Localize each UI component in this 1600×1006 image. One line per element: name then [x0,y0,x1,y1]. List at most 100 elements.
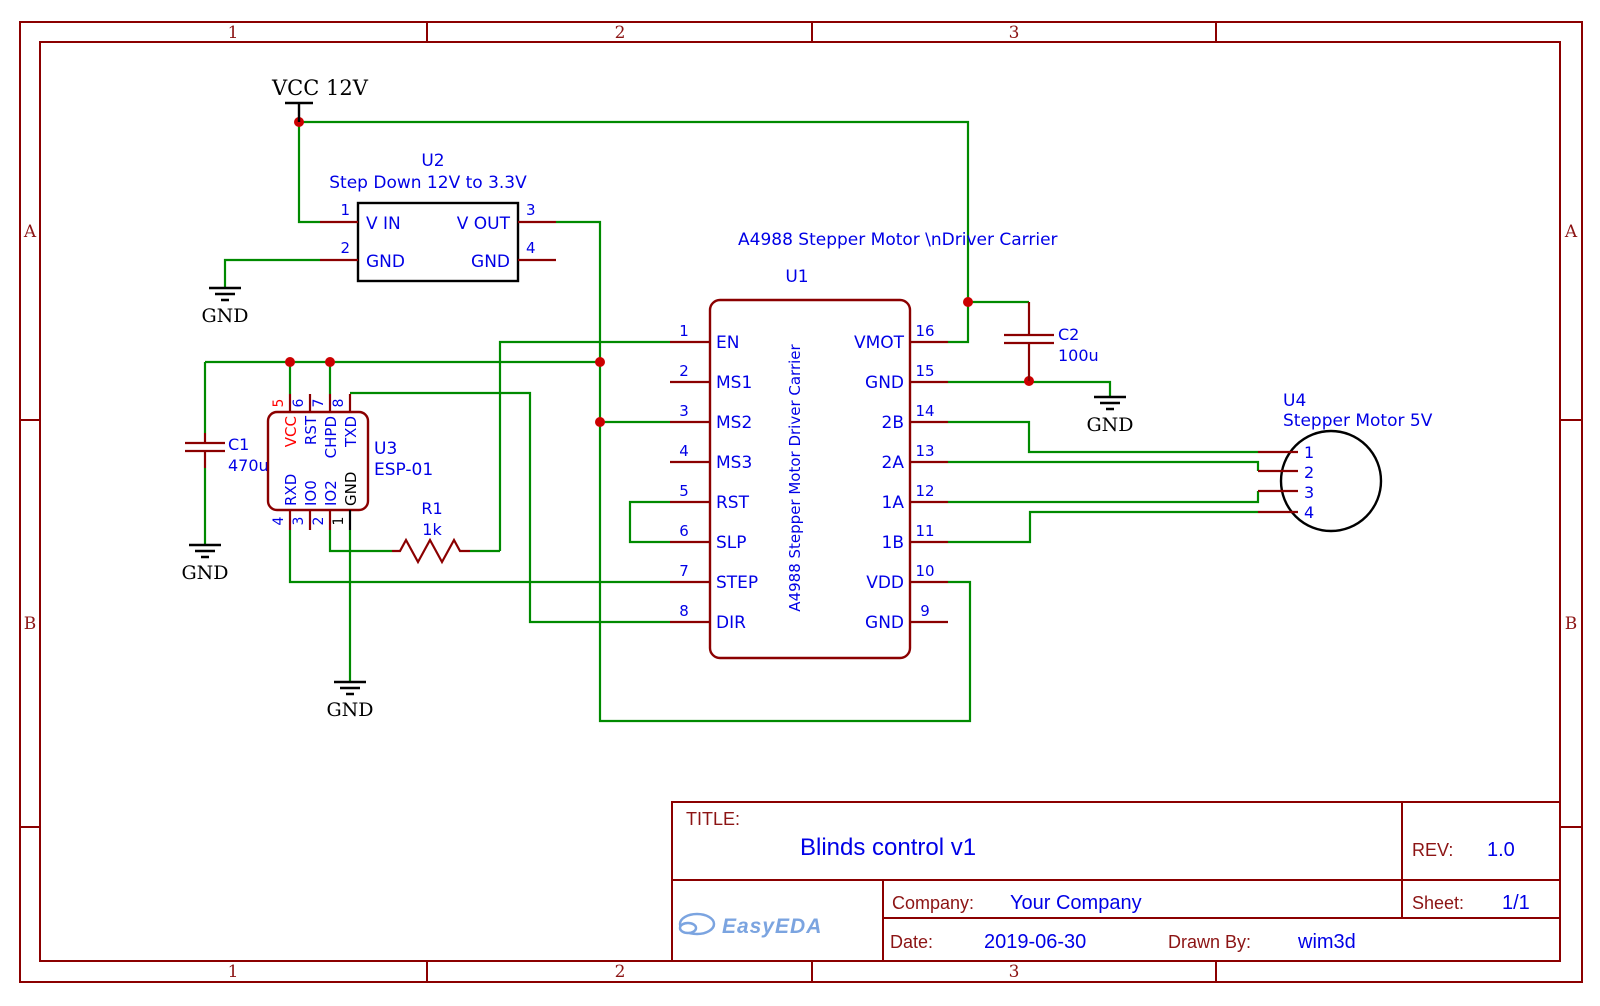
vcc-bar-icon [285,101,313,122]
u3-value: ESP-01 [374,460,433,480]
u4-pin3-number: 3 [1304,483,1314,502]
u3-pin2-number: 2 [311,517,327,526]
c1-ref: C1 [228,435,249,454]
c1-plates[interactable] [185,433,225,468]
wire-2b-net[interactable] [948,420,1258,454]
wire-u2-gnd-net[interactable] [223,258,320,288]
u1-pin16-label: VMOT [854,333,905,353]
wire-en-net[interactable] [470,340,670,553]
gnd-symbol-c2[interactable]: GND [1086,395,1134,436]
wire-io2-r1-net[interactable] [328,530,392,553]
wire-txd-dir-net[interactable] [350,391,670,624]
sheet-label: Sheet: [1412,893,1464,913]
u3-pin6-label: RST [302,415,320,445]
u1-ref: U1 [785,267,808,287]
gnd-symbol-c1[interactable]: GND [181,543,229,584]
u1-pin1-label: EN [716,333,739,353]
u2-body[interactable] [356,201,520,283]
wire-1a-net[interactable] [948,491,1260,504]
frame-col-1-top: 1 [228,23,239,43]
component-c1[interactable]: C1 470u [185,433,269,475]
frame-outer-border [19,21,1583,983]
u4-pin-stubs[interactable] [1258,450,1298,514]
u3-pin-stubs[interactable] [288,394,352,530]
u2-pin3-number: 3 [526,201,536,219]
u3-pin5-label: VCC [282,416,300,447]
junction-dots [285,117,1034,427]
u3-pin1-label: GND [342,472,360,506]
u1-pin2-number: 2 [679,362,689,380]
u3-pin8-number: 8 [331,399,347,408]
drawn-by-value: wim3d [1297,931,1356,953]
titleblock-dividers [672,802,1560,961]
component-u2-stepdown[interactable]: U2 Step Down 12V to 3.3V 1 2 3 4 V IN GN… [320,151,556,283]
easyeda-logo: EasyEDA [678,912,822,938]
u1-pin6-number: 6 [679,522,689,540]
u4-motor-body[interactable] [1279,429,1383,533]
sheet-value: 1/1 [1502,892,1530,914]
u1-pin7-label: STEP [716,573,758,593]
u3-body[interactable] [266,410,370,512]
drawn-by-label: Drawn By: [1168,932,1251,952]
wire-rxd-step-net[interactable] [288,530,670,584]
u1-pin8-label: DIR [716,613,746,633]
u2-pin-stubs[interactable] [320,220,556,262]
u3-pin2-label: IO2 [322,480,340,506]
gnd-label: GND [1086,414,1133,436]
c2-ref: C2 [1058,325,1079,344]
c2-plates[interactable] [1004,302,1054,381]
u2-pin1-number: 1 [340,201,350,219]
junction-dot [595,357,605,367]
u2-pin4-label: GND [471,252,510,272]
u2-pin4-number: 4 [526,239,536,257]
component-u3-esp01[interactable]: 5 6 7 8 4 3 2 1 RXD IO0 IO2 GND VCC RST … [266,394,433,530]
u3-pin4-number: 4 [271,516,287,525]
gnd-symbol-u2[interactable]: GND [201,286,249,327]
gnd-label: GND [181,562,228,584]
junction-dot [963,297,973,307]
u1-body[interactable] [708,298,912,660]
u1-pin14-label: 2B [882,413,904,433]
rev-label: REV: [1412,840,1453,860]
wire-rst-slp-net[interactable] [628,500,670,544]
u1-pin15-label: GND [865,373,904,393]
component-u4-motor[interactable]: U4 Stepper Motor 5V 1 2 3 4 [1258,391,1433,533]
wire-12v-net[interactable] [297,120,1029,344]
wire-gnd15-net[interactable] [948,380,1112,397]
vcc-12v-symbol[interactable]: VCC 12V [271,76,369,122]
u1-right-pin-stubs[interactable] [910,340,948,624]
u1-pin1-number: 1 [679,322,689,340]
frame-col-2-top: 2 [615,23,626,43]
u1-pin3-label: MS2 [716,413,752,433]
u1-pin10-number: 10 [915,562,934,580]
u3-pin4-label: RXD [282,474,300,506]
wire-1b-net[interactable] [948,510,1258,544]
u3-pin7-number: 7 [311,399,327,408]
r1-value: 1k [422,520,442,539]
component-c2[interactable]: C2 100u [1004,302,1099,381]
u1-left-pin-stubs[interactable] [670,340,710,624]
u4-desc: Stepper Motor 5V [1283,411,1433,431]
easyeda-logo-text: EasyEDA [722,915,822,938]
c1-value: 470u [228,456,269,475]
component-r1[interactable]: R1 1k [392,499,470,565]
gnd-symbol-esp[interactable]: GND [326,680,374,721]
r1-resistor-zigzag[interactable] [392,537,470,565]
junction-dot [325,357,335,367]
frame-col-1-bottom: 1 [228,962,239,982]
u1-pin15-number: 15 [915,362,934,380]
wire-3v3-net[interactable] [203,220,972,723]
wire-2a-net[interactable] [948,460,1260,471]
u4-pin1-number: 1 [1304,443,1314,462]
u3-pin3-label: IO0 [302,480,320,506]
u1-pin4-number: 4 [679,442,689,460]
gnd-label: GND [201,305,248,327]
component-u1-a4988[interactable]: A4988 Stepper Motor \nDriver Carrier U1 … [670,230,1058,660]
u1-body-label: A4988 Stepper Motor Driver Carrier [786,343,804,611]
u1-pin8-number: 8 [679,602,689,620]
ground-icon [334,680,366,696]
easyeda-cloud-icon [678,912,716,936]
schematic-title: Blinds control v1 [800,834,976,861]
u1-header: A4988 Stepper Motor \nDriver Carrier [738,230,1058,250]
